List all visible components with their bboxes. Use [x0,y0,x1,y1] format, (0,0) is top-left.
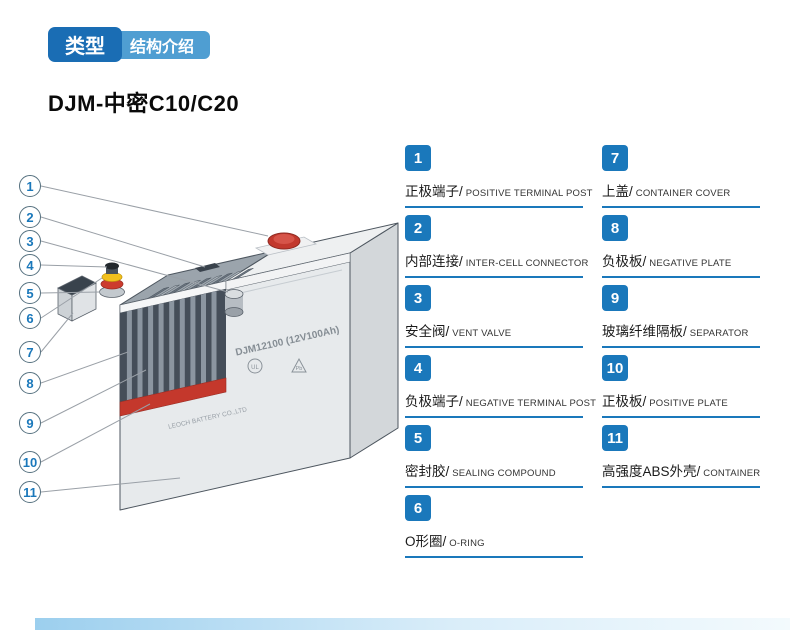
legend-number-badge: 6 [405,495,431,521]
legend-number-badge: 11 [602,425,628,451]
legend-item-8: 8 负极板/NEGATIVE PLATE [602,215,760,278]
legend-underline [405,276,583,278]
legend-number-badge: 5 [405,425,431,451]
ul-mark: UL [247,358,263,374]
pb-recycle-mark: Pb [291,357,307,373]
legend-underline [405,486,583,488]
legend-underline [602,486,760,488]
legend-item-2: 2 内部连接/INTER-CELL CONNECTOR [405,215,589,278]
legend-number-badge: 9 [602,285,628,311]
callout-7: 7 [19,341,41,363]
lid-rim-line [235,269,343,295]
inter-cell-connector [195,263,220,272]
header-tag-primary: 类型 [48,27,122,62]
legend-item-10: 10 正极板/POSITIVE PLATE [602,355,760,418]
callout-5: 5 [19,282,41,304]
legend-underline [405,416,583,418]
legend-label: 正极端子/POSITIVE TERMINAL POST [405,184,593,199]
callout-4: 4 [19,254,41,276]
legend-underline [602,276,760,278]
svg-text:UL: UL [251,365,259,371]
legend-underline [405,206,583,208]
legend-label: 负极端子/NEGATIVE TERMINAL POST [405,394,597,409]
negative-terminal-post [99,262,125,298]
legend-number-badge: 10 [602,355,628,381]
legend-item-5: 5 密封胶/SEALING COMPOUND [405,425,583,488]
legend-underline [405,556,583,558]
legend-item-7: 7 上盖/CONTAINER COVER [602,145,760,208]
legend-label: 负极板/NEGATIVE PLATE [602,254,732,269]
legend-label: 密封胶/SEALING COMPOUND [405,464,556,479]
legend-item-1: 1 正极端子/POSITIVE TERMINAL POST [405,145,593,208]
lid-lip [225,252,351,291]
legend-underline [602,416,760,418]
leader-lines [40,185,269,493]
legend-number-badge: 3 [405,285,431,311]
callout-3: 3 [19,230,41,252]
legend-item-9: 9 玻璃纤维隔板/SEPARATOR [602,285,760,348]
legend-number-badge: 7 [602,145,628,171]
callout-11: 11 [19,481,41,503]
callout-10: 10 [19,451,41,473]
legend-label: 玻璃纤维隔板/SEPARATOR [602,324,749,339]
legend-label: 内部连接/INTER-CELL CONNECTOR [405,254,589,269]
callout-6: 6 [19,307,41,329]
positive-terminal-cap [267,232,301,250]
legend-underline [602,206,760,208]
callout-2: 2 [19,206,41,228]
legend-number-badge: 2 [405,215,431,241]
legend-underline [602,346,760,348]
legend-label: 高强度ABS外壳/CONTAINER [602,464,761,479]
svg-text:Pb: Pb [296,366,303,372]
page-title: DJM-中密C10/C20 [48,91,240,116]
legend-item-6: 6 O形圈/O-RING [405,495,583,558]
legend-label: 上盖/CONTAINER COVER [602,184,731,199]
legend-label: 正极板/POSITIVE PLATE [602,394,728,409]
post-cap [105,262,119,270]
legend-underline [405,346,583,348]
callout-8: 8 [19,372,41,394]
legend-item-4: 4 负极端子/NEGATIVE TERMINAL POST [405,355,597,418]
container-cover-block [57,275,97,322]
vent-valve [224,289,244,317]
battery-illustration: DJM12100 (12V100Ah) LEOCH BATTERY CO.,LT… [40,185,399,511]
callout-1: 1 [19,175,41,197]
legend-number-badge: 4 [405,355,431,381]
bottom-accent-bar [35,618,790,630]
positive-plate-stripe [119,377,227,417]
legend-label: O形圈/O-RING [405,534,485,549]
legend-item-3: 3 安全阀/VENT VALVE [405,285,583,348]
legend-item-11: 11 高强度ABS外壳/CONTAINER [602,425,760,488]
callout-9: 9 [19,412,41,434]
legend-number-badge: 1 [405,145,431,171]
legend-number-badge: 8 [602,215,628,241]
legend-label: 安全阀/VENT VALVE [405,324,512,339]
